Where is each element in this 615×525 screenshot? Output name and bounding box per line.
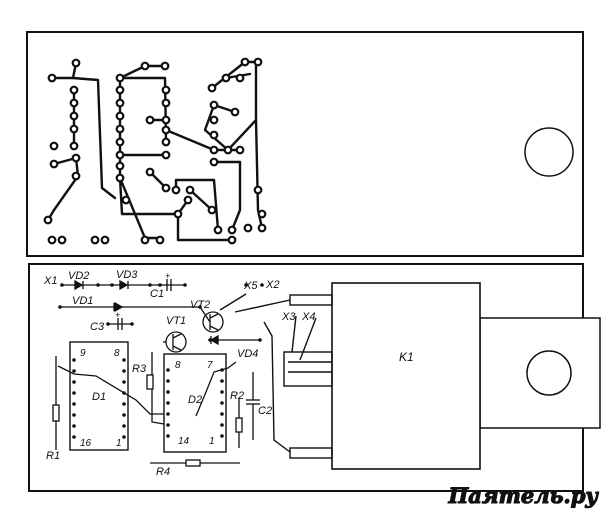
trace-layout-panel <box>26 31 584 257</box>
label-x4: X4 <box>301 311 315 323</box>
label-vt2: VT2 <box>190 299 210 311</box>
ic-d2 <box>163 353 227 453</box>
label-d2-pin8: 8 <box>175 360 181 371</box>
label-r2: R2 <box>230 390 244 402</box>
label-c1-plus: + <box>165 271 170 281</box>
mounting-hole-top <box>524 127 574 177</box>
relay-contacts <box>283 294 333 459</box>
capacitor-c2 <box>246 372 260 440</box>
ic-d1 <box>69 341 129 451</box>
label-d2-pin1: 1 <box>209 436 215 447</box>
component-layout-panel: X1 VD2 VD3 + C1 X5 X2 VD1 VT2 + C3 VT1 X… <box>28 263 601 492</box>
label-c3: C3 <box>90 321 105 333</box>
transistor-vt2 <box>199 306 224 333</box>
label-d1-pin16: 16 <box>80 438 92 449</box>
label-d1: D1 <box>92 391 106 403</box>
label-d2: D2 <box>188 394 202 406</box>
label-k1: K1 <box>399 350 414 364</box>
label-c1: C1 <box>150 288 164 300</box>
component-labels: X1 VD2 VD3 + C1 X5 X2 VD1 VT2 + C3 VT1 X… <box>43 269 414 478</box>
label-r1: R1 <box>46 450 60 462</box>
label-d1-pin8: 8 <box>114 348 120 359</box>
mounting-hole-bottom <box>526 350 572 396</box>
ic-d1-pins <box>72 358 126 439</box>
label-c3-plus: + <box>115 310 120 320</box>
heatsink-tab <box>479 317 601 429</box>
label-r3: R3 <box>132 363 147 375</box>
trace-board-outline <box>26 31 584 257</box>
relay-leads <box>219 293 317 453</box>
site-watermark: Паяmель.ру <box>447 483 599 508</box>
solder-pads <box>43 57 267 245</box>
label-x1: X1 <box>43 275 57 287</box>
label-r4: R4 <box>156 466 170 478</box>
label-c2: C2 <box>258 405 272 417</box>
relay-k1-body <box>331 282 481 470</box>
label-x5: X5 <box>243 280 258 292</box>
transistor-vt1 <box>163 331 187 353</box>
label-vd1: VD1 <box>72 295 93 307</box>
label-d1-pin9: 9 <box>80 348 86 359</box>
label-x2: X2 <box>265 279 279 291</box>
label-d1-pin1: 1 <box>116 438 122 449</box>
label-x3: X3 <box>281 311 296 323</box>
label-vt1: VT1 <box>166 315 186 327</box>
label-d2-pin7: 7 <box>207 360 213 371</box>
label-vd3: VD3 <box>116 269 138 281</box>
label-vd2: VD2 <box>68 270 89 282</box>
label-d2-pin14: 14 <box>178 436 190 447</box>
resistors <box>52 374 243 467</box>
label-vd4: VD4 <box>237 348 258 360</box>
